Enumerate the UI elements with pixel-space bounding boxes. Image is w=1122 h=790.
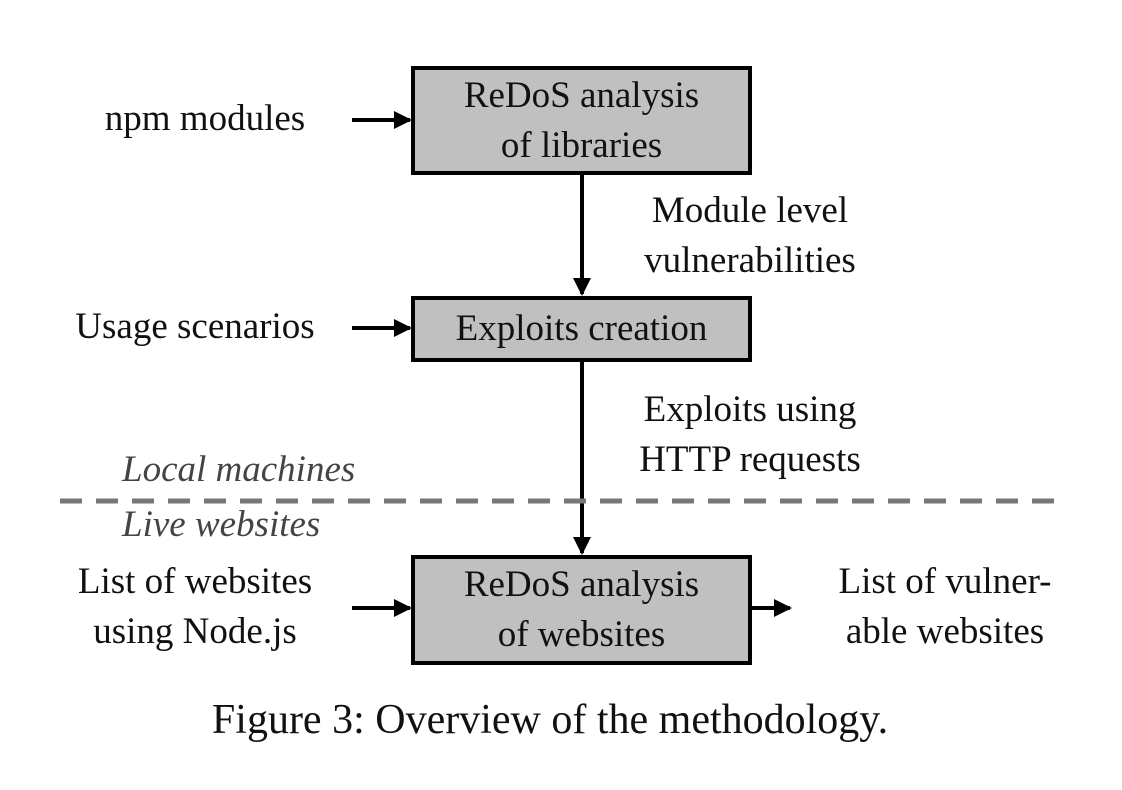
- edge-label-module-vulnerabilities: Module level vulnerabilities: [610, 186, 890, 286]
- box-line: ReDoS analysis: [463, 74, 700, 116]
- box-line: Exploits creation: [455, 308, 708, 349]
- edge-label-line: HTTP requests: [639, 439, 861, 480]
- input-line: List of websites: [77, 561, 313, 602]
- edge-label-line: vulnerabilities: [644, 240, 856, 281]
- box-line: of websites: [497, 614, 666, 655]
- output-line: List of vulner-: [838, 561, 1052, 602]
- box-line: of libraries: [500, 124, 663, 166]
- input-line: Usage scenarios: [75, 306, 315, 347]
- zone-label-local: Local machines: [122, 449, 356, 490]
- input-usage-scenarios: Usage scenarios: [20, 302, 370, 352]
- box-exploits-creation: Exploits creation: [411, 296, 752, 362]
- figure-caption: Figure 3: Overview of the methodology.: [211, 697, 889, 743]
- box-redos-analysis-websites: ReDoS analysis of websites: [411, 555, 752, 665]
- input-line: using Node.js: [93, 611, 297, 652]
- input-npm-modules: npm modules: [40, 94, 370, 144]
- input-list-of-websites: List of websites using Node.js: [20, 557, 370, 657]
- edge-label-line: Exploits using: [643, 389, 857, 430]
- zone-label-live: Live websites: [122, 504, 321, 545]
- edge-label-line: Module level: [651, 190, 849, 231]
- box-redos-analysis-libraries: ReDoS analysis of libraries: [411, 66, 752, 175]
- input-line: npm modules: [104, 98, 306, 139]
- output-line: able websites: [845, 611, 1045, 652]
- output-vulnerable-websites: List of vulner- able websites: [800, 557, 1090, 657]
- box-line: ReDoS analysis: [463, 564, 700, 605]
- edge-label-exploits-http: Exploits using HTTP requests: [610, 385, 890, 485]
